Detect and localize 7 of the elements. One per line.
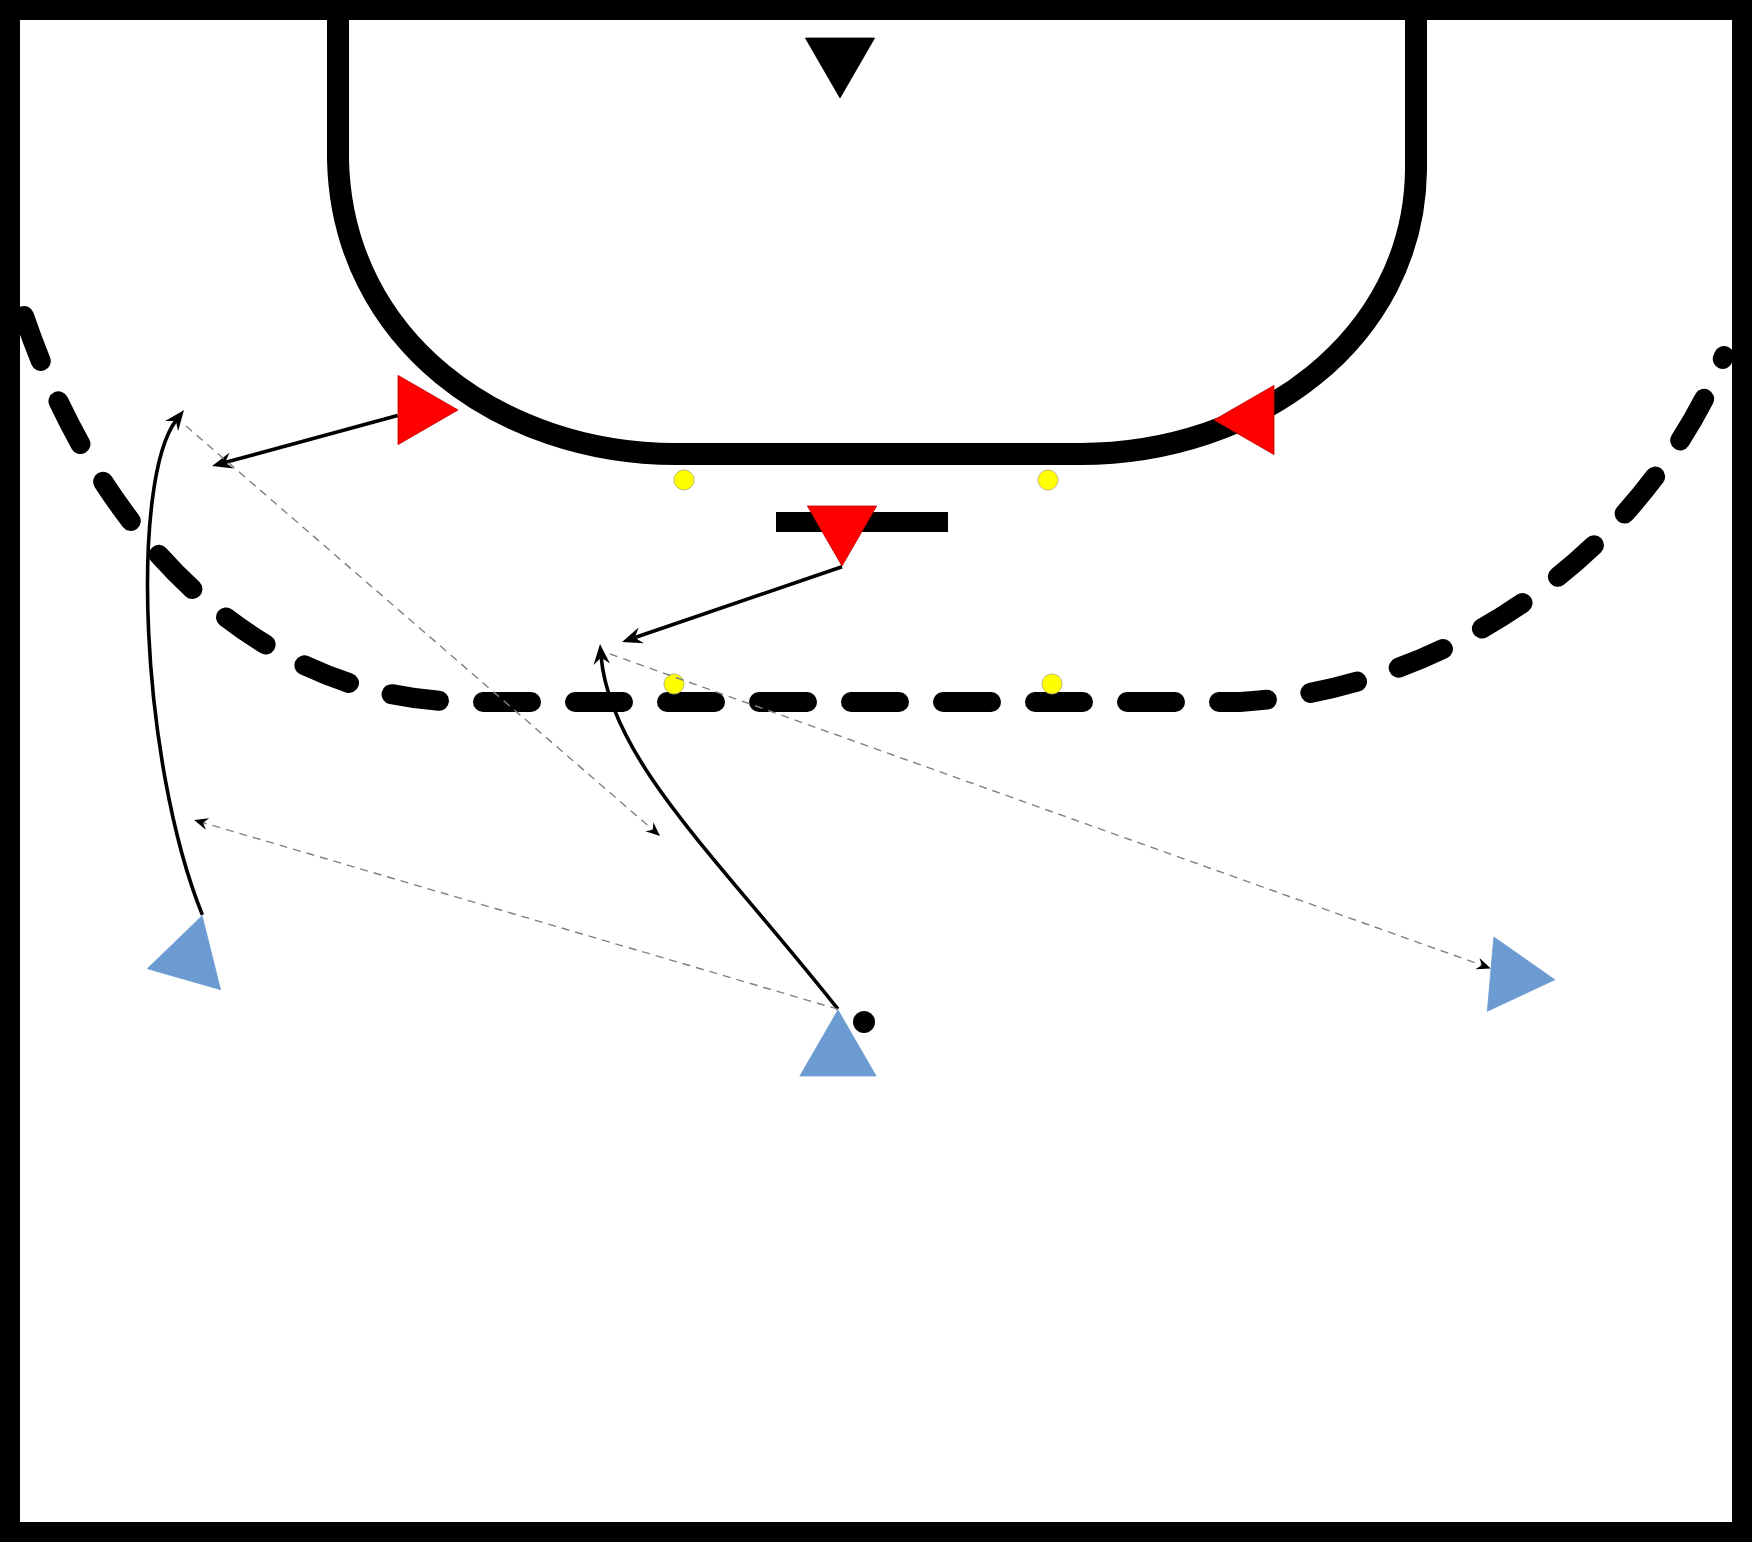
player-marker xyxy=(397,374,459,446)
player-marker xyxy=(806,505,878,567)
player-marker xyxy=(1213,384,1275,456)
player-marker xyxy=(1486,936,1556,1012)
player-marker xyxy=(799,1009,877,1077)
player-marker xyxy=(804,37,876,99)
player-marker xyxy=(146,915,221,991)
